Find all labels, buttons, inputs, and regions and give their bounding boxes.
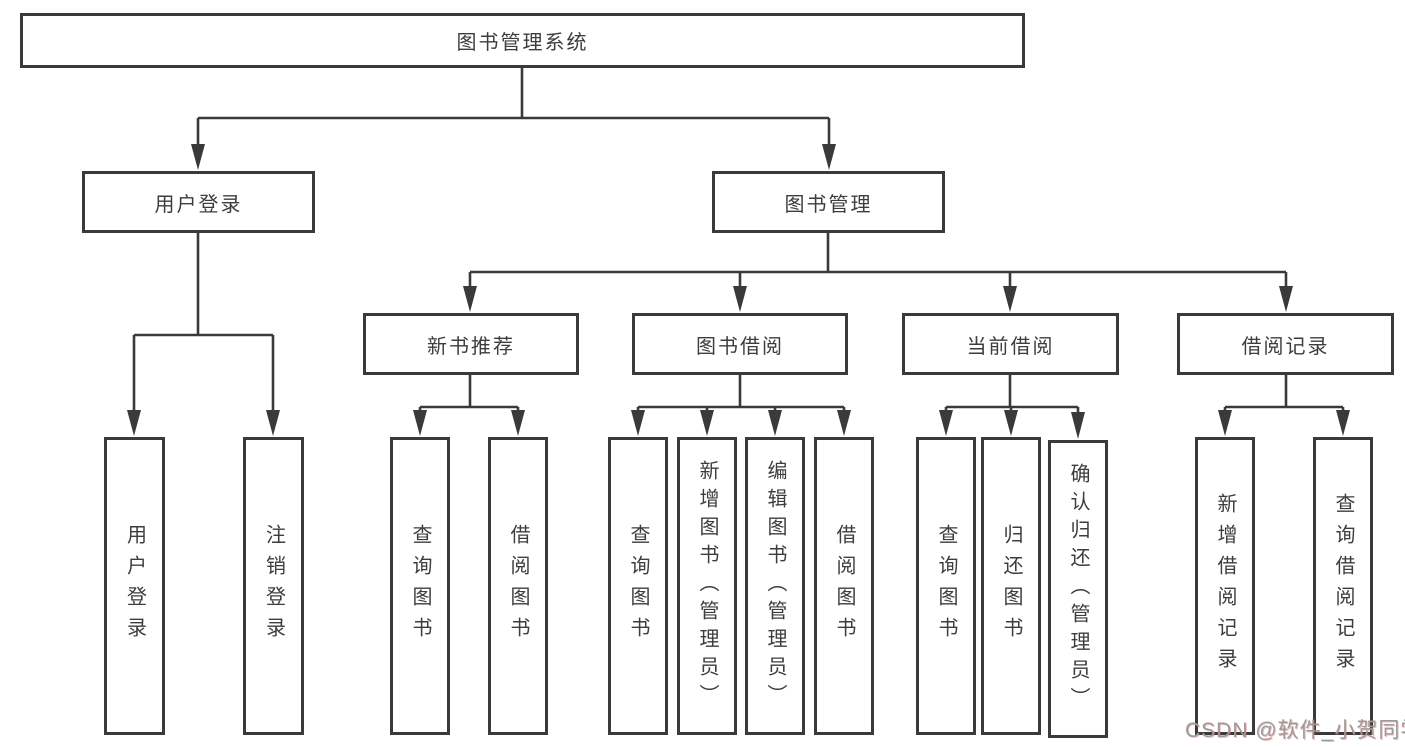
arrowheads <box>127 144 1350 439</box>
node-book-management: 图书管理 <box>712 171 945 233</box>
leaf-query-book-current: 查询图书 <box>916 437 976 735</box>
leaf-query-borrow-record: 查询借阅记录 <box>1313 437 1373 735</box>
watermark-text: CSDN @软件_小贺同学 <box>1185 719 1405 742</box>
leaf-query-book-recommend-label: 查询图书 <box>409 524 431 648</box>
connector-paths <box>132 68 1345 414</box>
leaf-query-book-borrowing-label: 查询图书 <box>627 524 649 648</box>
node-current-borrowing-label: 当前借阅 <box>966 335 1055 358</box>
leaf-logout: 注销登录 <box>243 437 304 735</box>
node-book-borrowing: 图书借阅 <box>632 313 848 375</box>
leaf-logout-label: 注销登录 <box>262 524 285 648</box>
leaf-query-book-recommend: 查询图书 <box>390 437 450 735</box>
node-book-borrowing-label: 图书借阅 <box>696 335 784 358</box>
leaf-add-borrow-record-label: 新增借阅记录 <box>1214 493 1236 679</box>
leaf-borrow-book-borrowing: 借阅图书 <box>814 437 874 735</box>
leaf-query-book-borrowing: 查询图书 <box>608 437 668 735</box>
leaf-return-book-label: 归还图书 <box>1000 524 1022 648</box>
node-borrowing-records: 借阅记录 <box>1177 313 1394 375</box>
node-new-book-recommend-label: 新书推荐 <box>427 335 515 358</box>
leaf-confirm-return-admin: 确认归还（管理员） <box>1048 440 1108 738</box>
leaf-confirm-return-admin-label: 确认归还（管理员） <box>1067 463 1089 715</box>
node-root-label: 图书管理系统 <box>456 32 589 54</box>
node-root: 图书管理系统 <box>20 13 1025 68</box>
leaf-add-borrow-record: 新增借阅记录 <box>1195 437 1255 735</box>
leaf-borrow-book-borrowing-label: 借阅图书 <box>833 524 855 648</box>
node-borrowing-records-label: 借阅记录 <box>1241 335 1330 358</box>
node-current-borrowing: 当前借阅 <box>902 313 1119 375</box>
leaf-borrow-book-recommend-label: 借阅图书 <box>507 524 529 648</box>
leaf-query-book-current-label: 查询图书 <box>935 524 957 648</box>
leaf-add-book-admin: 新增图书（管理员） <box>677 437 737 735</box>
leaf-user-login-label: 用户登录 <box>123 524 146 648</box>
node-user-login: 用户登录 <box>82 171 315 233</box>
node-user-login-label: 用户登录 <box>154 193 243 216</box>
node-new-book-recommend: 新书推荐 <box>363 313 579 375</box>
node-book-management-label: 图书管理 <box>784 193 873 216</box>
leaf-edit-book-admin-label: 编辑图书（管理员） <box>764 460 786 712</box>
leaf-return-book: 归还图书 <box>981 437 1041 735</box>
leaf-user-login: 用户登录 <box>104 437 165 735</box>
leaf-query-borrow-record-label: 查询借阅记录 <box>1332 493 1354 679</box>
leaf-borrow-book-recommend: 借阅图书 <box>488 437 548 735</box>
leaf-edit-book-admin: 编辑图书（管理员） <box>745 437 805 735</box>
leaf-add-book-admin-label: 新增图书（管理员） <box>696 460 718 712</box>
